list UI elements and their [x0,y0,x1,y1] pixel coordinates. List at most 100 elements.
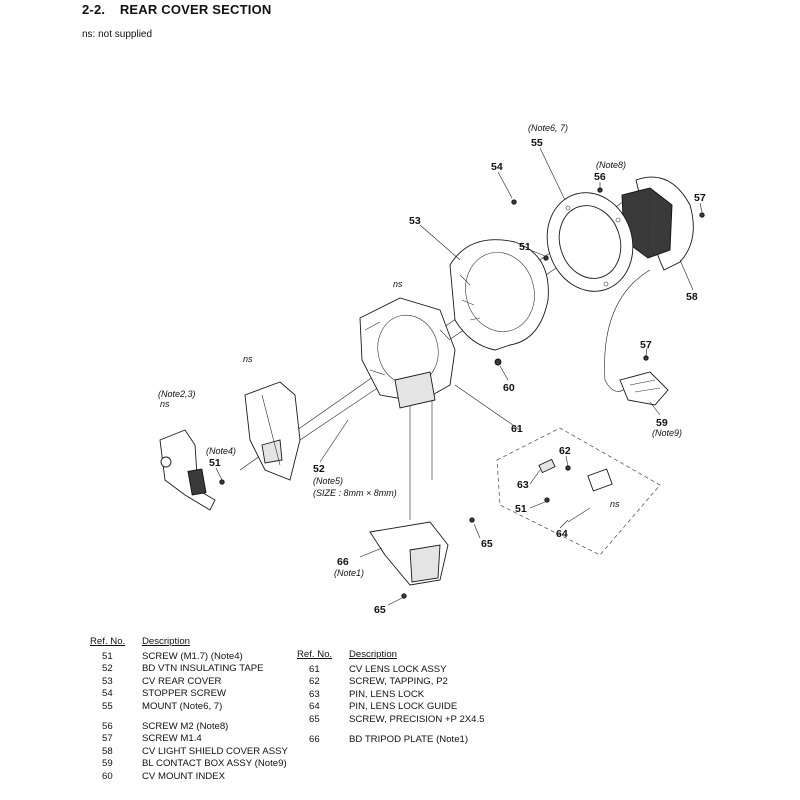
parts-row: 51 SCREW (M1.7) (Note4) [90,651,288,664]
callout-52: 52 [313,463,325,475]
callout-51-lock: 51 [515,503,527,515]
parts-desc: CV REAR COVER [142,675,222,687]
parts-desc: CV LENS LOCK ASSY [349,663,447,675]
parts-ref: 65 [309,713,320,725]
row-gap [297,727,485,734]
section-title: 2-2. REAR COVER SECTION [82,2,271,17]
parts-ref: 59 [102,758,113,770]
callout-58: 58 [686,291,698,303]
parts-ref: 56 [102,720,113,732]
parts-ref: 62 [309,676,320,688]
parts-row: 61 CV LENS LOCK ASSY [297,664,485,677]
note-6-7: (Note6, 7) [528,123,568,133]
parts-ref: 55 [102,700,113,712]
frame-assembly [359,297,456,409]
parts-ref: 51 [102,650,113,662]
parts-ref: 60 [102,770,113,782]
contact-box-assy [619,371,669,406]
parts-desc: SCREW, TAPPING, P2 [349,676,448,688]
parts-desc: SCREW M1.4 [142,733,202,745]
ref-no-header: Ref. No. [90,636,126,647]
parts-desc: CV LIGHT SHIELD COVER ASSY [142,745,288,757]
parts-row: 64 PIN, LENS LOCK GUIDE [297,701,485,714]
parts-desc: BD TRIPOD PLATE (Note1) [349,733,469,745]
callout-51-left: 51 [209,457,221,469]
parts-row: 66 BD TRIPOD PLATE (Note1) [297,734,485,747]
tripod-plate [369,521,449,586]
parts-desc: MOUNT (Note6, 7) [142,700,223,712]
callout-57-lower: 57 [640,339,652,351]
parts-ref: 54 [102,688,113,700]
note-1: (Note1) [334,568,364,578]
callout-56: 56 [594,171,606,183]
parts-ref: 64 [309,701,320,713]
parts-ref: 61 [309,663,320,675]
description-header: Description [349,649,397,660]
parts-ref: 66 [309,733,320,745]
parts-ref: 63 [309,688,320,700]
parts-desc: SCREW, PRECISION +P 2X4.5 [349,713,485,725]
mount-ring [546,192,634,292]
parts-desc: PIN, LENS LOCK [349,688,425,700]
note-4: (Note4) [206,446,236,456]
left-board [159,429,216,511]
rear-cover [449,239,549,351]
callout-65-right: 65 [481,538,493,550]
callout-51-mount: 51 [519,241,531,253]
callout-63: 63 [517,479,529,491]
callout-65-bottom: 65 [374,604,386,616]
parts-row: 58 CV LIGHT SHIELD COVER ASSY [90,746,288,759]
note-2-3: (Note2,3) [158,389,196,399]
parts-row: 54 STOPPER SCREW [90,688,288,701]
callout-60: 60 [503,382,515,394]
ns-label-left: ns [160,399,170,409]
parts-row: 59 BL CONTACT BOX ASSY (Note9) [90,758,288,771]
callout-55: 55 [531,137,543,149]
row-gap [90,714,288,721]
note-9: (Note9) [652,428,682,438]
ns-label-lock: ns [610,499,620,509]
ns-legend: ns: not supplied [82,29,153,40]
callout-64: 64 [556,528,568,540]
callout-53: 53 [409,215,421,227]
parts-desc: SCREW M2 (Note8) [142,720,229,732]
note-5: (Note5) [313,476,343,486]
parts-row: 62 SCREW, TAPPING, P2 [297,676,485,689]
parts-ref: 57 [102,733,113,745]
parts-ref: 58 [102,745,113,757]
insulating-tape-board [244,381,301,481]
ref-no-header: Ref. No. [297,649,333,660]
parts-desc: PIN, LENS LOCK GUIDE [349,701,458,713]
parts-ref: 52 [102,663,113,675]
parts-desc: BD VTN INSULATING TAPE [142,663,264,675]
parts-desc: BL CONTACT BOX ASSY (Note9) [142,758,287,770]
callout-66: 66 [337,556,349,568]
callout-labels: 54 55 56 57 58 53 51 60 57 59 61 62 63 5… [209,137,706,616]
lens-lock-group-outline [496,427,661,556]
ns-label-frame: ns [393,279,403,289]
parts-row: 55 MOUNT (Note6, 7) [90,701,288,714]
callout-62: 62 [559,445,571,457]
parts-list-left: Ref. No. Description 51 SCREW (M1.7) (Not… [90,636,288,784]
parts-row: 52 BD VTN INSULATING TAPE [90,663,288,676]
section-heading: REAR COVER SECTION [119,2,272,17]
callout-61: 61 [511,423,523,435]
parts-row: 60 CV MOUNT INDEX [90,771,288,784]
lens-lock-assy [538,458,613,523]
note-8: (Note8) [596,160,626,170]
light-shield-cover-assy [621,176,694,271]
description-header: Description [142,636,190,647]
parts-row: 57 SCREW M1.4 [90,733,288,746]
parts-ref: 53 [102,675,113,687]
note-size: (SIZE : 8mm × 8mm) [313,488,397,498]
parts-row: 56 SCREW M2 (Note8) [90,721,288,734]
parts-desc: CV MOUNT INDEX [142,770,225,782]
ns-label-board: ns [243,354,253,364]
parts-desc: SCREW (M1.7) (Note4) [142,650,243,662]
parts-desc: STOPPER SCREW [142,688,227,700]
callout-59: 59 [656,417,668,429]
callout-54: 54 [491,161,503,173]
parts-list-right: Ref. No. Description 61 CV LENS LOCK ASSY… [297,649,485,746]
parts-row: 65 SCREW, PRECISION +P 2X4.5 [297,714,485,727]
parts-row: 53 CV REAR COVER [90,676,288,689]
